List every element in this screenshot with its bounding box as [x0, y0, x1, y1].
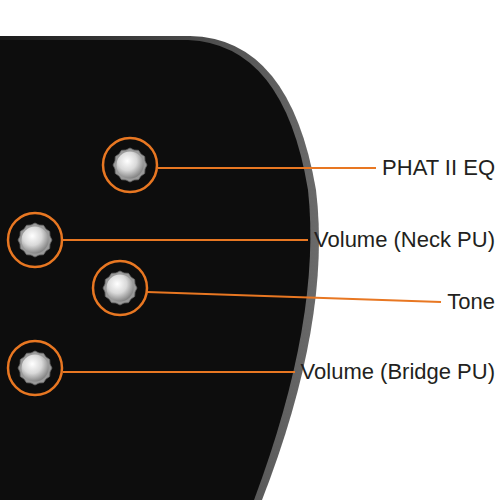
control-label: Volume (Bridge PU) [301, 359, 495, 385]
control-label: Volume (Neck PU) [314, 227, 495, 253]
leader-line [147, 292, 441, 302]
bass-body [0, 40, 310, 500]
control-label: PHAT II EQ [382, 155, 495, 181]
leader-line [63, 239, 308, 241]
leader-line [158, 167, 376, 169]
knobs [8, 138, 157, 395]
knob [117, 152, 144, 179]
highlight-circle [8, 213, 62, 267]
knob-edge [18, 351, 52, 385]
knob-edge [103, 271, 137, 305]
control-label: Tone [447, 289, 495, 315]
knob [22, 227, 49, 254]
knob [22, 355, 49, 382]
highlight-circle [93, 261, 147, 315]
highlight-circle [103, 138, 157, 192]
knob-edge [18, 223, 52, 257]
body-rim [0, 36, 319, 500]
highlight-circle [8, 341, 62, 395]
knob [107, 275, 134, 302]
knob-edge [113, 148, 147, 182]
leader-line [63, 371, 295, 373]
